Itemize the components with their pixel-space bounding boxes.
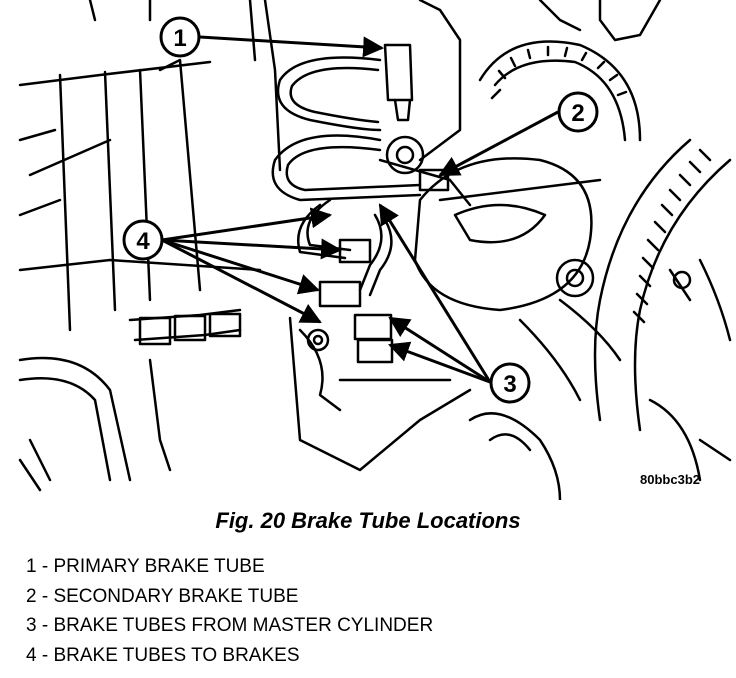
legend-item-2: 2 - SECONDARY BRAKE TUBE — [26, 585, 299, 607]
legend-item-1: 1 - PRIMARY BRAKE TUBE — [26, 556, 265, 577]
legend-item-4: 4 - BRAKE TUBES TO BRAKES — [26, 644, 300, 666]
callout-3: 3 — [489, 362, 531, 404]
brake-tube-diagram: 1 2 3 4 80bbc3b2 — [18, 0, 732, 500]
legend-item-3: 3 - BRAKE TUBES FROM MASTER CYLINDER — [26, 615, 434, 636]
callout-leaders — [161, 35, 559, 384]
callout-1-label: 1 — [173, 25, 186, 52]
figure-caption: Fig. 20 Brake Tube Locations — [215, 508, 521, 533]
image-code: 80bbc3b2 — [640, 472, 700, 487]
callout-2: 2 — [557, 91, 599, 133]
legend-list: 1 - PRIMARY BRAKE TUBE 2 - SECONDARY BRA… — [26, 552, 433, 670]
callout-4-label: 4 — [136, 228, 150, 255]
callout-4: 4 — [122, 219, 164, 261]
callout-2-label: 2 — [571, 100, 584, 127]
callout-1: 1 — [159, 16, 201, 58]
callout-3-label: 3 — [503, 371, 516, 398]
